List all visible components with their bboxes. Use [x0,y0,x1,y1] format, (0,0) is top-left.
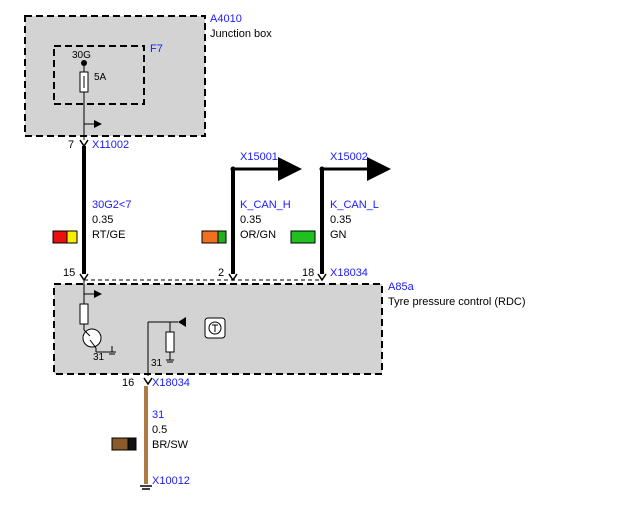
can-h-gauge: 0.35 [240,214,261,226]
wire-power-color: RT/GE [92,229,125,241]
wire-power-signal: 30G2<7 [92,199,131,211]
rdc-name: Tyre pressure control (RDC) [388,296,526,308]
wire-color-swatch [217,230,227,244]
connector-x18034-top: 15 X18034 [63,267,368,282]
can-h-color: OR/GN [240,229,276,241]
wire-ground-pin: 16 [122,377,134,389]
wire-color-swatch [201,230,219,244]
resistor-icon [79,303,89,325]
can-l-color: GN [330,229,347,241]
switch-arrow-icon [178,317,186,327]
wire-color-swatch [66,230,78,244]
wire-ground: 16 X18034 31 0.5 BR/SW X10012 [111,377,190,490]
wire-ground-gauge: 0.5 [152,424,167,436]
rdc-module: A85a Tyre pressure control (RDC) 31 31 [53,280,526,376]
can-l-connector: X15002 [330,151,368,163]
junction-box-id: A4010 [210,13,242,25]
wire-ground-signal: 31 [152,409,164,421]
rdc-connector-top: X18034 [330,267,368,279]
wire-color-swatch [111,437,129,451]
junction-box-name: Junction box [210,28,272,40]
wire-color-swatch [52,230,68,244]
fuse-rating: 5A [94,72,107,83]
wire-can-h: X15001 K_CAN_H 0.35 OR/GN 2 [201,151,302,279]
wire-power-gauge: 0.35 [92,214,113,226]
connector-icon [143,377,153,386]
wire-ground-color: BR/SW [152,439,189,451]
can-h-signal: K_CAN_H [240,199,291,211]
can-l-gauge: 0.35 [330,214,351,226]
rdc-id: A85a [388,281,415,293]
wire-power-connector: X11002 [92,139,129,151]
wire-power-pin: 7 [68,139,74,151]
ground-label-2: 31 [151,358,163,369]
wire-color-swatch [127,437,137,451]
can-l-pin: 18 [302,267,314,279]
fuse-id: F7 [150,43,163,55]
can-l-signal: K_CAN_L [330,199,379,211]
junction-box: A4010 Junction box F7 30G 5A [24,13,272,140]
wire-ground-end-connector: X10012 [152,475,190,487]
fuse-box-outline [53,45,145,105]
fuse-terminal-label: 30G [72,50,91,61]
can-h-connector: X15001 [240,151,278,163]
can-h-pin: 2 [218,267,224,279]
wire-can-l: X15002 K_CAN_L 0.35 GN 18 [290,151,391,279]
wire-power: 7 X11002 30G2<7 0.35 RT/GE [52,139,131,274]
wire-ground-connector: X18034 [152,377,190,389]
rdc-pin-15: 15 [63,267,75,279]
ground-label-1: 31 [93,352,105,363]
connector-icon [79,139,89,148]
resistor-icon [165,331,175,353]
wire-color-swatch [290,230,316,244]
